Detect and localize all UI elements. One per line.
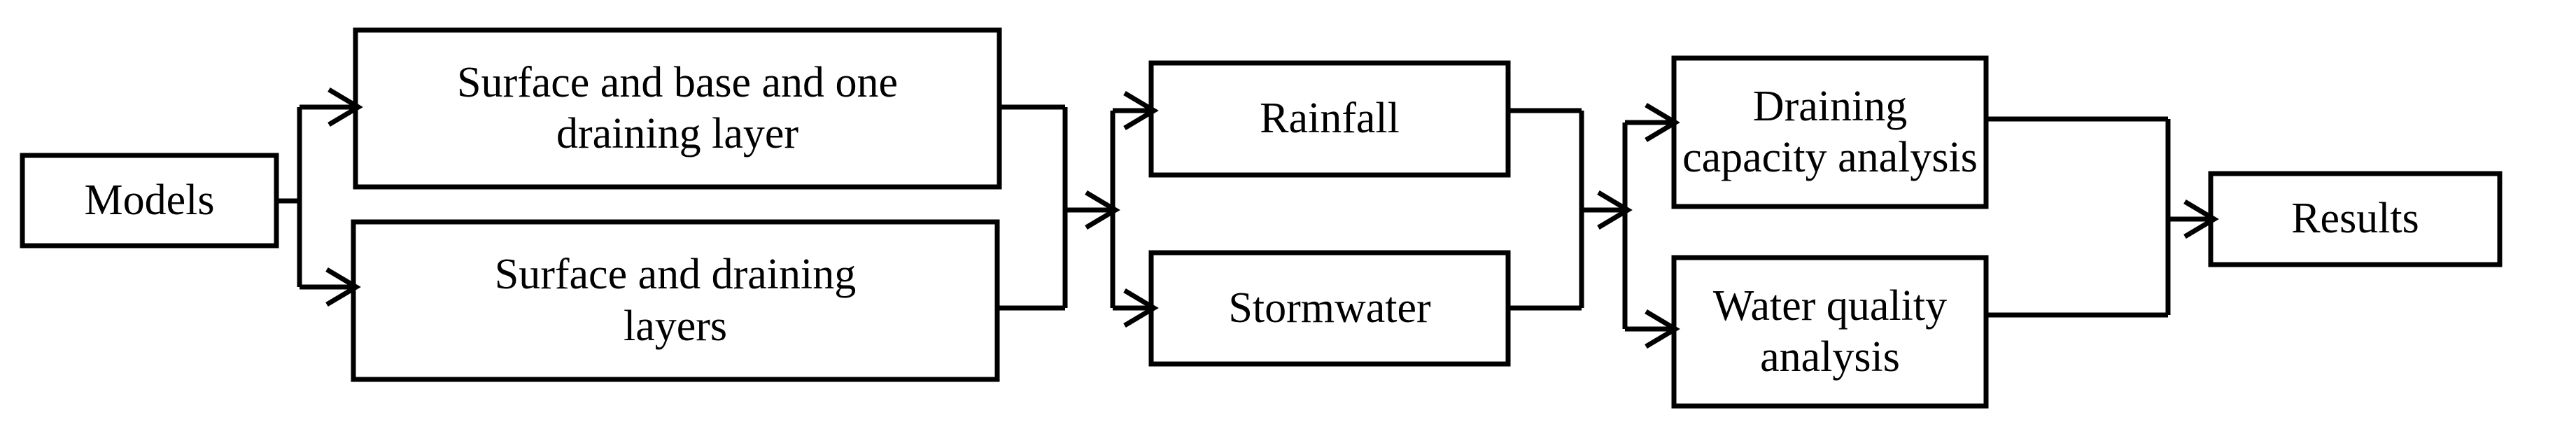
node-draining-capacity[interactable] [1671,55,1989,209]
node-models[interactable] [20,153,279,248]
node-surface-draining[interactable] [351,219,1000,382]
arrowhead-models-to-surface-base-one [328,87,363,127]
arrowhead-split-to-stormwater [1123,288,1159,328]
node-stormwater[interactable] [1148,250,1511,367]
arrowhead-merge2-to-split2 [1597,190,1633,230]
arrowhead-models-to-surface-draining [325,267,361,307]
node-surface-base-one[interactable] [353,27,1002,190]
node-water-quality[interactable] [1671,255,1989,409]
node-results[interactable] [2208,171,2503,267]
node-rainfall[interactable] [1148,60,1511,178]
arrowhead-split-to-rainfall [1123,90,1159,131]
arrowhead-analyses-to-results [2183,199,2219,239]
arrowhead-merge-to-split [1085,190,1120,230]
arrowhead-split2-to-water-quality [1645,309,1680,349]
arrowhead-split2-to-draining-capacity [1645,102,1680,143]
